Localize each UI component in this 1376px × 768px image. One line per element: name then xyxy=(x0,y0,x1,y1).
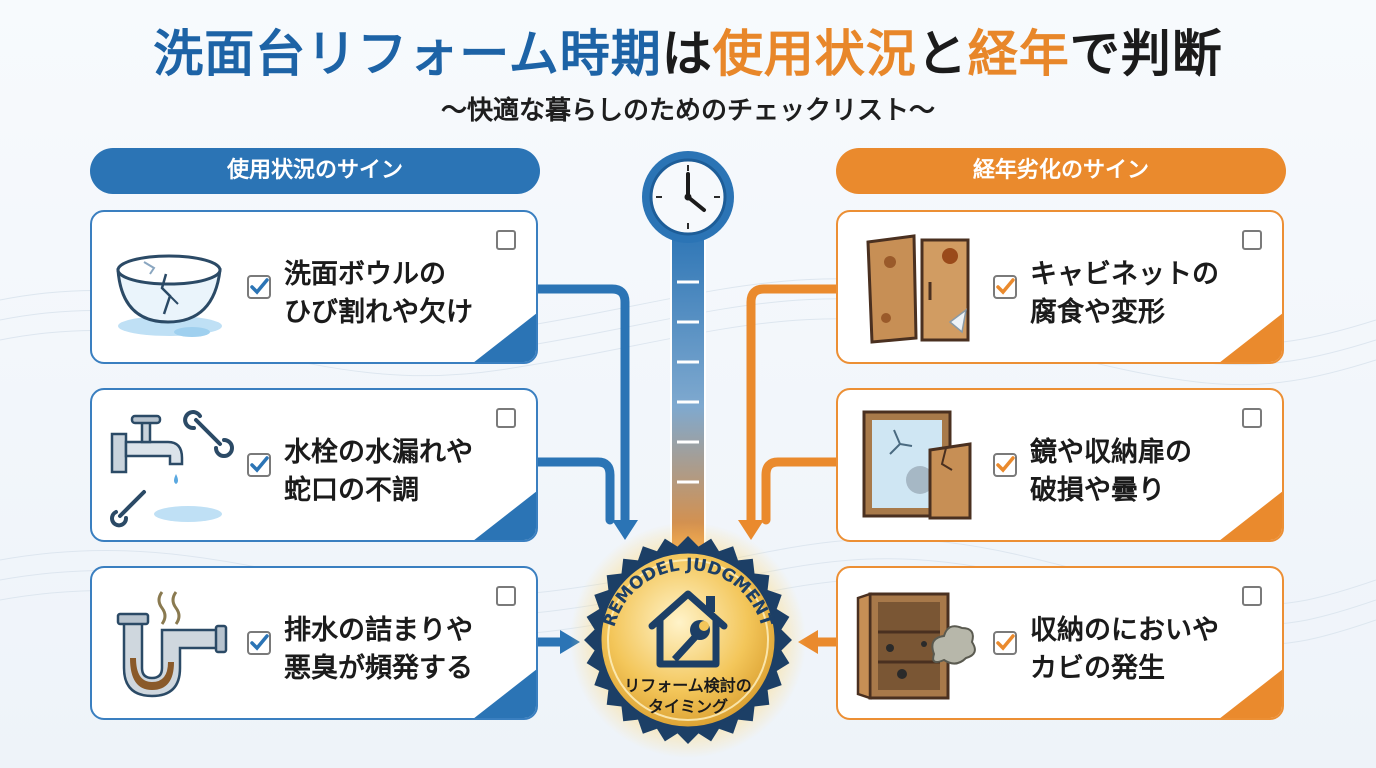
checkmark-icon xyxy=(993,631,1017,655)
title-part-5: 経年 xyxy=(967,25,1070,83)
checkmark-icon xyxy=(247,275,271,299)
checkmark-icon xyxy=(247,453,271,477)
card-label-line-1: 鏡や収納扉の xyxy=(1030,437,1192,468)
right-card-storage-mold: 収納のにおいや カビの発生 xyxy=(836,566,1284,720)
card-label: 洗面ボウルの ひび割れや欠け xyxy=(284,256,494,332)
thermometer-ticks xyxy=(677,280,699,484)
orange-arrowheads xyxy=(738,520,818,654)
checkbox[interactable] xyxy=(1242,230,1262,250)
card-label-line-2: 悪臭が頻発する xyxy=(284,653,473,684)
checkmark-icon xyxy=(993,453,1017,477)
left-section-heading: 使用状況のサイン xyxy=(90,148,540,194)
checkmark-icon xyxy=(247,631,271,655)
right-card-mirror-damage: 鏡や収納扉の 破損や曇り xyxy=(836,388,1284,542)
clock-icon xyxy=(642,151,734,243)
left-card-faucet-leak: 水栓の水漏れや 蛇口の不調 xyxy=(90,388,538,542)
checkbox[interactable] xyxy=(1242,586,1262,606)
right-section-heading: 経年劣化のサイン xyxy=(836,148,1286,194)
left-card-drain-clog: 排水の詰まりや 悪臭が頻発する xyxy=(90,566,538,720)
right-card-cabinet-corrosion: キャビネットの 腐食や変形 xyxy=(836,210,1284,364)
orange-connector-lines xyxy=(746,284,843,647)
leaking-faucet-icon xyxy=(110,410,234,528)
page-subtitle: 〜快適な暮らしのためのチェックリスト〜 xyxy=(440,96,935,126)
card-label-line-2: カビの発生 xyxy=(1030,653,1165,684)
title-part-1: 洗面台リフォーム時期 xyxy=(153,25,662,83)
card-label-line-2: 破損や曇り xyxy=(1030,475,1165,506)
left-card-bowl-crack: 洗面ボウルの ひび割れや欠け xyxy=(90,210,538,364)
remodel-judgment-badge: REMODEL JUDGMENT xyxy=(570,522,806,758)
card-label: キャビネットの 腐食や変形 xyxy=(1030,256,1240,332)
card-label: 排水の詰まりや 悪臭が頻発する xyxy=(284,612,494,688)
card-label-line-1: 水栓の水漏れや xyxy=(284,437,473,468)
wrench-icon xyxy=(672,620,710,662)
title-part-2: は xyxy=(661,25,713,83)
blue-arrowheads xyxy=(560,520,638,654)
card-label-line-2: ひび割れや欠け xyxy=(284,297,473,328)
badge-label-line-1: リフォーム検討の xyxy=(624,676,752,695)
card-label-line-2: 蛇口の不調 xyxy=(284,475,419,506)
card-label: 水栓の水漏れや 蛇口の不調 xyxy=(284,434,494,510)
card-label-line-1: 洗面ボウルの xyxy=(284,259,446,290)
card-label: 鏡や収納扉の 破損や曇り xyxy=(1030,434,1240,510)
moldy-storage-icon xyxy=(856,592,976,700)
checkmark-icon xyxy=(993,275,1017,299)
card-label-line-1: 収納のにおいや xyxy=(1030,615,1219,646)
checkbox[interactable] xyxy=(496,408,516,428)
card-label-line-1: 排水の詰まりや xyxy=(284,615,473,646)
card-label-line-1: キャビネットの xyxy=(1030,259,1219,290)
cracked-bowl-icon xyxy=(116,254,222,337)
card-label: 収納のにおいや カビの発生 xyxy=(1030,612,1240,688)
broken-mirror-icon xyxy=(862,410,972,520)
title-part-6: で判断 xyxy=(1069,25,1223,83)
damaged-cabinet-icon xyxy=(866,234,970,344)
checkbox[interactable] xyxy=(496,230,516,250)
house-wrench-icon xyxy=(648,590,728,668)
clogged-pipe-icon xyxy=(116,591,228,698)
page-title: 洗面台リフォーム時期は使用状況と経年で判断 xyxy=(0,14,1376,86)
title-part-3: 使用状況 xyxy=(712,25,917,83)
card-label-line-2: 腐食や変形 xyxy=(1030,297,1165,328)
title-part-4: と xyxy=(916,25,968,83)
thermometer-tube xyxy=(670,224,706,556)
badge-label-line-2: タイミング xyxy=(647,697,728,716)
checkbox[interactable] xyxy=(1242,408,1262,428)
checkbox[interactable] xyxy=(496,586,516,606)
blue-connector-lines xyxy=(533,284,630,647)
